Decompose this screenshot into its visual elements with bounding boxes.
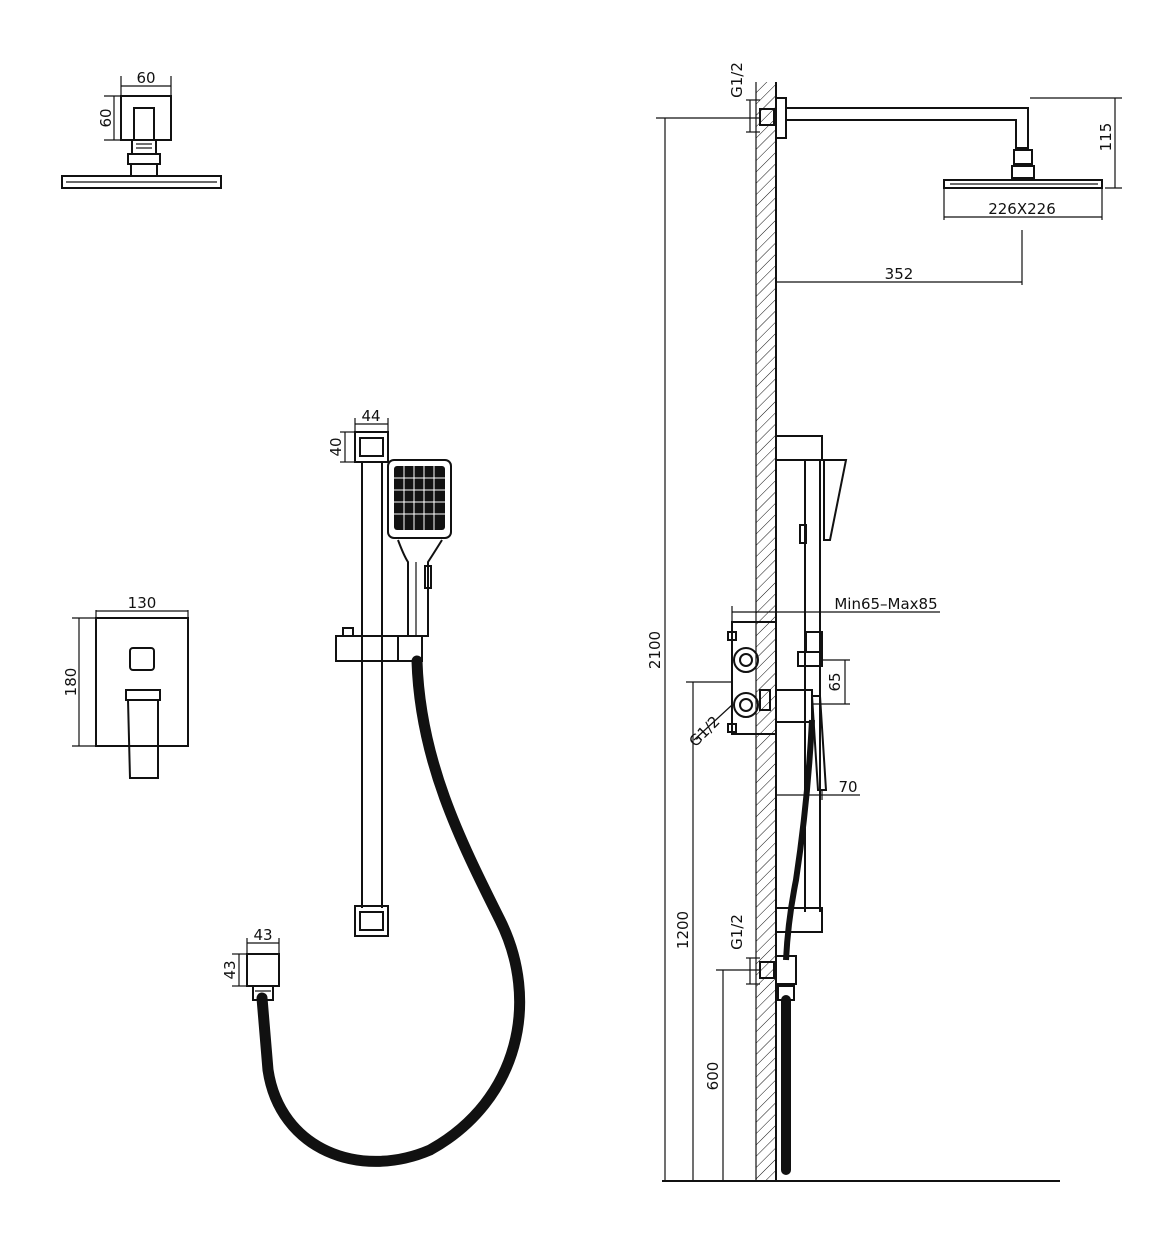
- dim-outlet-from-floor: 600: [704, 1062, 722, 1091]
- valve-trim-front-view: 130 180: [62, 594, 189, 779]
- dim-wall-depth: Min65–Max85: [834, 595, 937, 613]
- valve-handle: [126, 699, 159, 779]
- wall-outlet-side: [775, 955, 797, 985]
- dim-head-size: 226X226: [988, 200, 1056, 218]
- handle-base: [125, 689, 161, 701]
- swivel-nut: [127, 153, 161, 165]
- rail-bracket-side: [775, 435, 823, 461]
- valve-body: [731, 621, 777, 735]
- dim-total-height: 2100: [646, 631, 664, 669]
- shower-hose: [256, 655, 526, 1167]
- top-rail-bracket: [354, 431, 389, 463]
- arm-neck: [131, 139, 157, 155]
- dim-arm-reach: 352: [885, 265, 914, 283]
- dim-outlet-height: 43: [221, 960, 239, 979]
- dim-valve-width: 130: [128, 594, 157, 612]
- slide-rail-assembly: 44 40 43 43: [221, 407, 526, 1167]
- diverter-button: [129, 647, 155, 671]
- wall-section: [756, 82, 776, 1180]
- dim-outlet-width: 43: [253, 926, 272, 944]
- valve-cover-plate: [95, 617, 189, 747]
- dim-bracket-width: 44: [361, 407, 380, 425]
- hand-shower-side: [823, 459, 848, 541]
- wall-flange: [120, 95, 172, 141]
- dim-inlet-bottom: G1/2: [728, 914, 746, 950]
- dim-head-arm-height: 60: [97, 108, 115, 127]
- valve-handle-side: [810, 695, 828, 791]
- dim-bracket-height: 40: [327, 437, 345, 456]
- dim-handle-projection: 70: [838, 778, 857, 796]
- slider-holder: [335, 635, 399, 662]
- side-elevation: 115 226X226 352 G1/2: [646, 62, 1122, 1182]
- dim-head-arm-width: 60: [136, 69, 155, 87]
- bottom-rail-bracket: [354, 905, 389, 937]
- dim-inlet-top: G1/2: [728, 62, 746, 98]
- shower-head-front-view: 60 60: [61, 69, 222, 189]
- shower-arm: [785, 107, 1029, 149]
- dim-valve-height: 180: [62, 668, 80, 697]
- shower-head-plate: [61, 175, 222, 189]
- hand-shower-head: [387, 459, 452, 539]
- dim-outlet-spacing: 65: [826, 672, 844, 691]
- arm-wall-flange: [775, 97, 787, 139]
- arm-section: [133, 107, 155, 141]
- wall-outlet: [246, 953, 280, 987]
- dim-arm-drop: 115: [1097, 123, 1115, 152]
- dim-rail-height: 1200: [674, 911, 692, 949]
- hand-shower-handle: [397, 539, 443, 637]
